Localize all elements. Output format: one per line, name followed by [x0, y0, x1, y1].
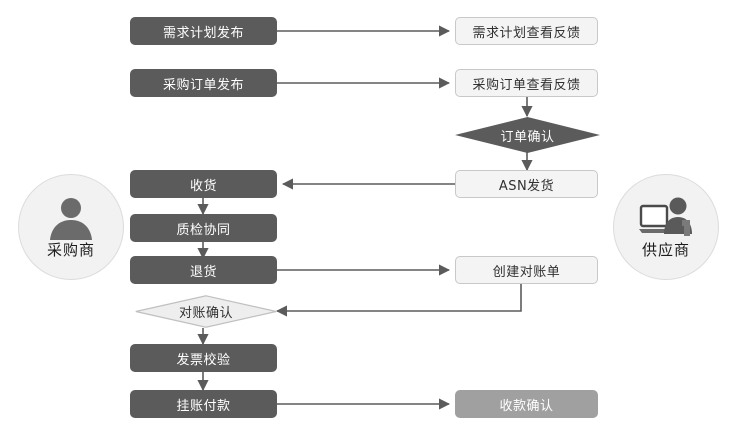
node-po-publish-label: 采购订单发布 — [162, 77, 244, 93]
node-asn-shipment-label: ASN发货 — [498, 178, 555, 194]
actor-supplier-label: 供应商 — [641, 241, 690, 259]
person-icon — [50, 198, 92, 240]
diamond-shape-light — [135, 295, 277, 328]
node-invoice-verify[interactable]: 发票校验 — [130, 344, 277, 372]
node-demand-plan-publish-label: 需求计划发布 — [162, 25, 244, 41]
node-order-confirm[interactable]: 订单确认 — [455, 117, 600, 153]
node-receipt-confirm[interactable]: 收款确认 — [455, 390, 598, 418]
node-receipt-confirm-label: 收款确认 — [499, 398, 554, 414]
node-order-confirm-label: 订单确认 — [500, 129, 555, 145]
node-return-goods[interactable]: 退货 — [130, 256, 277, 284]
node-statement-confirm[interactable]: 对账确认 — [135, 295, 277, 328]
node-quality-collab-label: 质检协同 — [176, 222, 231, 238]
diamond-shape-dark — [455, 117, 600, 153]
node-goods-receipt[interactable]: 收货 — [130, 170, 277, 198]
node-quality-collab[interactable]: 质检协同 — [130, 214, 277, 242]
node-invoice-verify-label: 发票校验 — [176, 352, 231, 368]
node-return-goods-label: 退货 — [189, 264, 217, 280]
person-at-computer-icon — [639, 197, 692, 236]
node-goods-receipt-label: 收货 — [189, 178, 217, 194]
node-payable-payment-label: 挂账付款 — [176, 398, 231, 414]
node-payable-payment[interactable]: 挂账付款 — [130, 390, 277, 418]
node-demand-plan-feedback-label: 需求计划查看反馈 — [472, 25, 581, 41]
node-po-publish[interactable]: 采购订单发布 — [130, 69, 277, 97]
node-po-feedback[interactable]: 采购订单查看反馈 — [455, 69, 598, 97]
node-po-feedback-label: 采购订单查看反馈 — [472, 77, 581, 93]
node-create-statement-label: 创建对账单 — [492, 264, 561, 280]
actor-buyer-label: 采购商 — [46, 241, 95, 259]
node-demand-plan-publish[interactable]: 需求计划发布 — [130, 17, 277, 45]
node-asn-shipment[interactable]: ASN发货 — [455, 170, 598, 198]
actor-buyer[interactable]: 采购商 — [18, 174, 124, 280]
edge-create-statement-to-statement-confirm — [275, 284, 522, 317]
actor-supplier[interactable]: 供应商 — [613, 174, 719, 280]
node-statement-confirm-label: 对账确认 — [178, 306, 233, 321]
node-demand-plan-feedback[interactable]: 需求计划查看反馈 — [455, 17, 598, 45]
node-create-statement[interactable]: 创建对账单 — [455, 256, 598, 284]
